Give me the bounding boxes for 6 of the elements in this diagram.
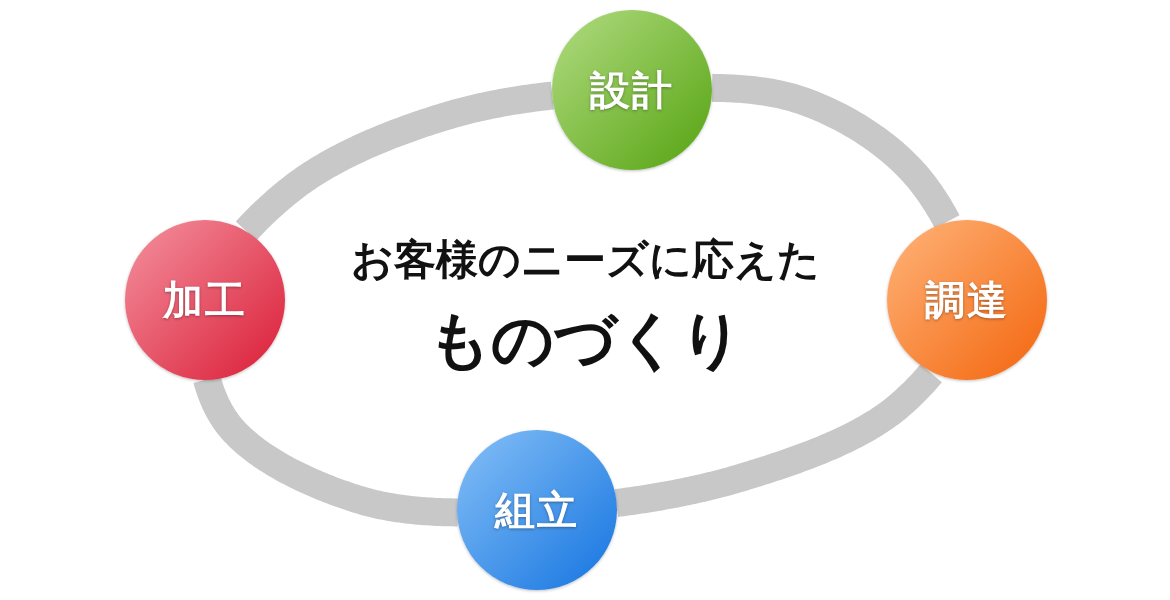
heading-text: お客様のニーズに応えた	[350, 234, 820, 286]
process-label: 調達	[925, 275, 1009, 325]
process-label: 加工	[163, 275, 247, 325]
heading-text: ものづくり	[427, 302, 743, 378]
process-label: 組立	[495, 485, 579, 535]
process-label: 設計	[590, 65, 674, 115]
